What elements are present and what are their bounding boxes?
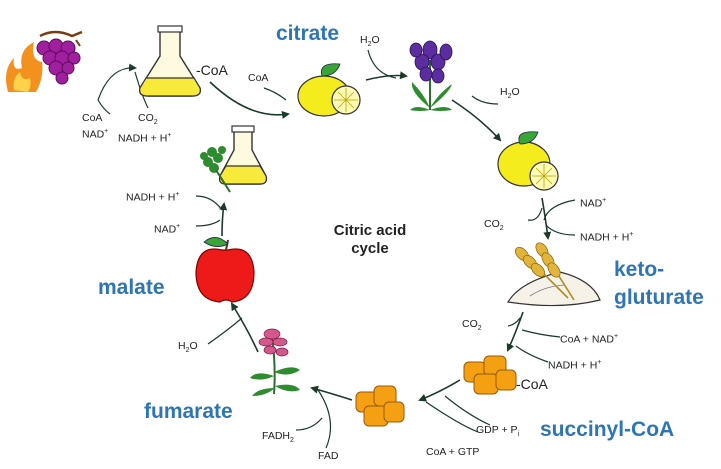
- nad-top-label: NAD+: [82, 128, 109, 141]
- nadh-mal-label: NADH + H+: [126, 191, 180, 204]
- lemon-icon: [297, 63, 361, 117]
- coa-nad-succ-label: CoA + NAD+: [560, 333, 619, 346]
- wheat-icon: [507, 242, 601, 307]
- nadh-keto-label: NADH + H+: [580, 231, 634, 244]
- flask-coa-tag: -CoA: [196, 62, 228, 78]
- gdp-label: GDP + Pi: [476, 424, 520, 439]
- center-title-line2: cycle: [351, 240, 389, 257]
- branch-curves: [97, 49, 576, 449]
- h2o-label: H2O: [360, 34, 380, 49]
- nadh-top-label: NADH + H+: [118, 132, 172, 145]
- succinyl-coa-tag: -CoA: [516, 376, 548, 392]
- citrate-label: citrate: [276, 22, 340, 45]
- fire-grapes-icon: [6, 30, 83, 92]
- oxaloacetate-flask-icon: [200, 125, 268, 193]
- h2o-label: H2O: [500, 86, 520, 101]
- co2-keto-label: CO2: [484, 218, 504, 233]
- nad-keto-label: NAD+: [580, 197, 607, 210]
- fadh2-label: FADH2: [262, 430, 294, 445]
- fad-label: FAD: [318, 450, 339, 462]
- nad-mal-label: NAD+: [154, 223, 181, 236]
- flower-icon: [409, 40, 453, 111]
- nadh-succ-label: NADH + H+: [548, 359, 602, 372]
- cycle-arrows: [209, 71, 552, 402]
- succinyl-coa-cubes-icon: [463, 355, 517, 395]
- fumarate-label: fumarate: [144, 400, 233, 423]
- acetyl-coa-flask-icon: [138, 25, 202, 97]
- coa-gtp-label: CoA + GTP: [426, 446, 480, 458]
- co2-nadh-label: CO2 NADH + H+: [118, 112, 171, 146]
- malate-label: malate: [98, 276, 165, 299]
- keto-label-line1: keto-: [614, 258, 665, 281]
- coa-top-label: CoA: [82, 112, 103, 124]
- coa-in-label: CoA: [248, 72, 269, 84]
- co2-succ-label: CO2: [462, 318, 482, 333]
- cycle-center-label: Citric acid cycle: [320, 222, 420, 258]
- lemon-icon: [497, 131, 559, 191]
- succinate-cubes-icon: [355, 385, 405, 427]
- coa-nad-label: CoA NAD+: [82, 112, 108, 142]
- keto-label-line2: gluturate: [614, 286, 704, 309]
- succinyl-coa-label: succinyl-CoA: [540, 418, 675, 441]
- co2-top-label: CO2: [138, 112, 158, 127]
- h2o-label: H2O: [178, 340, 198, 355]
- plant-icon: [250, 328, 300, 396]
- apple-icon: [195, 237, 255, 303]
- center-title-line1: Citric acid: [333, 222, 407, 239]
